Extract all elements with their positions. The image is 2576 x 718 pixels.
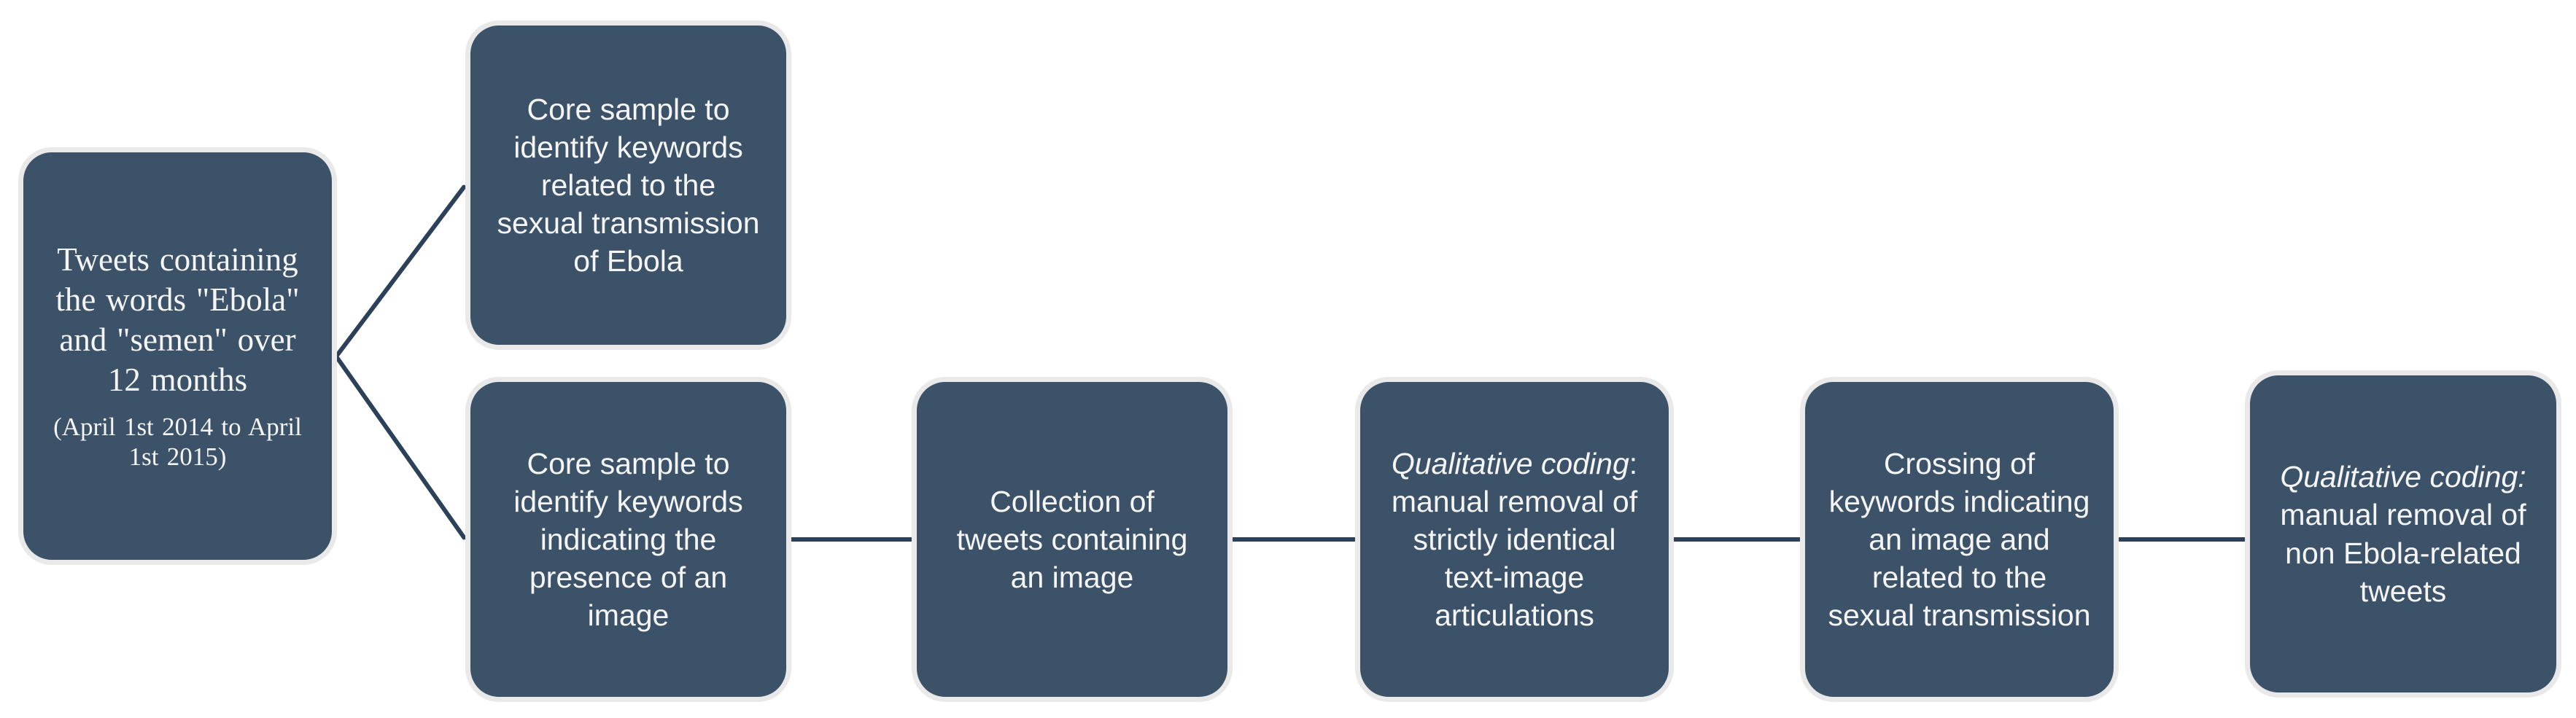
flow-node-collection-text: Collection of tweets containing an image [956,484,1188,595]
flow-node-source-main-text: Tweets containing the words "Ebola" and … [55,241,300,399]
flow-node-core-sample-transmission: Core sample to identify keywords related… [465,20,791,350]
flow-node-core-sample-image-text: Core sample to identify keywords indicat… [513,446,743,633]
connector-line-source-to-transmission [334,184,468,358]
connector-line-source-to-image-sample [334,355,468,541]
flow-node-source-tweets: Tweets containing the words "Ebola" and … [18,147,337,565]
connector-line-crossing-to-final-coding [2117,537,2246,542]
flow-node-core-sample-transmission-text: Core sample to identify keywords related… [497,92,760,278]
flow-node-qualitative-coding-ebola: Qualitative coding: manual removal of no… [2245,370,2561,698]
flow-node-qualitative-coding-ebola-italic: Qualitative coding: [2280,460,2526,494]
connector-line-sample-to-collection [790,537,913,542]
flow-node-qualitative-coding-identical: Qualitative coding: manual removal of st… [1355,377,1674,702]
flow-node-qualitative-coding-identical-text: manual removal of strictly identical tex… [1391,484,1638,633]
flow-node-qualitative-coding-identical-colon: : [1629,446,1638,480]
connector-line-coding-to-crossing [1672,537,1801,542]
flow-node-qualitative-coding-ebola-text: manual removal of non Ebola-related twee… [2280,498,2526,608]
connector-line-collection-to-coding [1231,537,1357,542]
flow-node-qualitative-coding-identical-italic: Qualitative coding [1391,446,1629,480]
flow-node-crossing-keywords: Crossing of keywords indicating an image… [1800,377,2119,702]
flow-node-core-sample-image: Core sample to identify keywords indicat… [465,377,791,702]
flow-node-crossing-text: Crossing of keywords indicating an image… [1828,446,2091,633]
flow-node-collection-tweets-image: Collection of tweets containing an image [912,377,1233,702]
flow-node-source-date-note: (April 1st 2014 to April 1st 2015) [53,412,302,472]
